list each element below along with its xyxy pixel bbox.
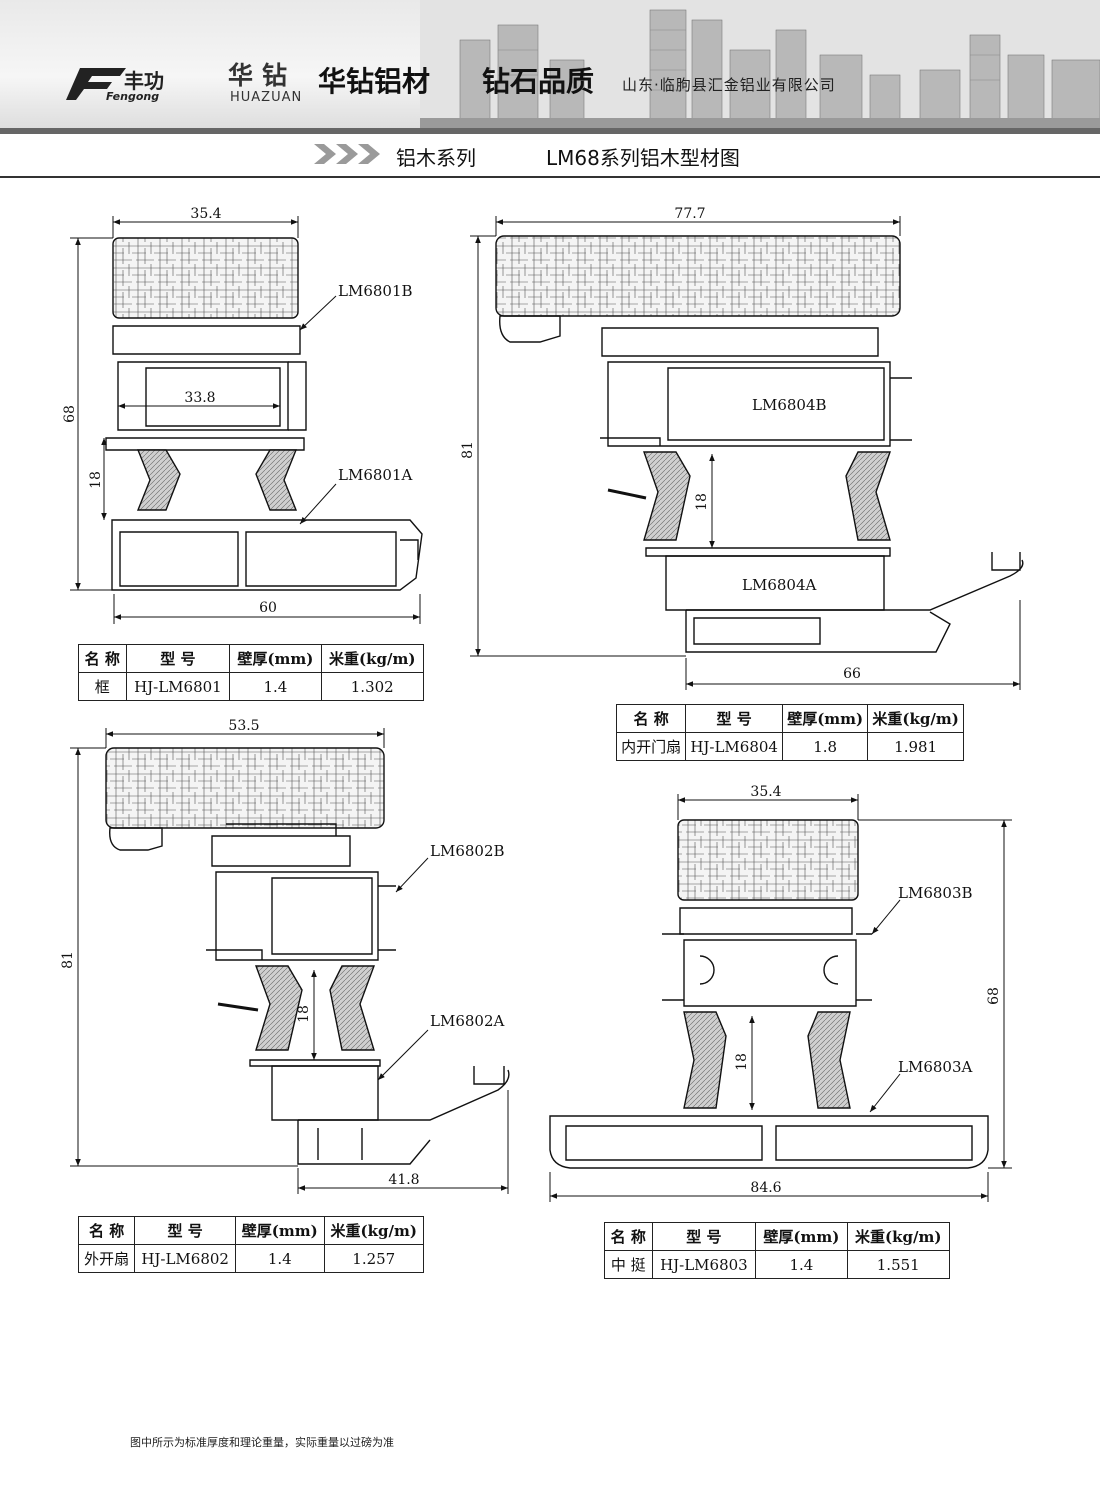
frame-dim-height: 68 — [62, 405, 78, 423]
frame-dim-top: 35.4 — [190, 206, 221, 222]
slogan-brand: 华钻铝材 — [318, 65, 431, 98]
header-thickness: 壁厚(mm) — [235, 1216, 325, 1245]
table-row: 中 挺 HJ-LM6803 1.4 1.551 — [604, 1250, 950, 1279]
header-model: 型 号 — [685, 704, 784, 733]
outward-sash-label-a: LM6802A — [430, 1012, 504, 1030]
header-weight: 米重(kg/m) — [846, 1222, 950, 1251]
cell-model: HJ-LM6801 — [125, 672, 231, 701]
page-header: 丰功 Fengong 华钻 HUAZUAN 华钻铝材 钻石品质 山东·临朐县汇金… — [0, 0, 1100, 128]
brand-name-en: HUAZUAN — [230, 90, 303, 105]
door-sash-dim-height: 81 — [460, 441, 476, 459]
cell-model: HJ-LM6803 — [651, 1250, 757, 1279]
cell-name: 框 — [78, 672, 127, 701]
frame-dim-inner: 33.8 — [184, 390, 215, 406]
header-weight: 米重(kg/m) — [320, 644, 424, 673]
cell-weight: 1.981 — [867, 732, 964, 761]
header-model: 型 号 — [134, 1216, 236, 1245]
mullion-dim-bottom: 84.6 — [750, 1180, 781, 1196]
header-divider — [0, 128, 1100, 134]
cell-thickness: 1.4 — [229, 672, 322, 701]
door-sash-dim-gap: 18 — [694, 493, 710, 511]
chevrons-icon — [314, 144, 380, 164]
outward-sash-dim-top: 53.5 — [228, 718, 259, 734]
page-title: LM68系列铝木型材图 — [546, 146, 740, 170]
profile-mullion-drawing — [549, 819, 989, 1169]
outward-sash-dim-gap: 18 — [296, 1005, 312, 1023]
header-thickness: 壁厚(mm) — [229, 644, 322, 673]
cell-thickness: 1.8 — [782, 732, 869, 761]
mullion-dim-gap: 18 — [734, 1053, 750, 1071]
header-name: 名 称 — [615, 704, 687, 733]
cell-name: 外开扇 — [77, 1244, 136, 1273]
header-model: 型 号 — [125, 644, 231, 673]
title-row — [0, 134, 1100, 178]
header-name: 名 称 — [604, 1222, 653, 1251]
door-sash-dim-top: 77.7 — [674, 206, 705, 222]
frame-label-b: LM6801B — [338, 282, 413, 300]
table-header-row: 名 称 型 号 壁厚(mm) 米重(kg/m) — [604, 1222, 950, 1251]
header-name: 名 称 — [77, 1216, 136, 1245]
mullion-label-a: LM6803A — [898, 1058, 972, 1076]
cell-thickness: 1.4 — [235, 1244, 325, 1273]
frame-dim-gap: 18 — [88, 471, 104, 489]
header-weight: 米重(kg/m) — [867, 704, 964, 733]
fengong-logo: 丰功 Fengong — [66, 68, 164, 102]
svg-text:Fengong: Fengong — [106, 90, 159, 102]
company-name: 山东·临朐县汇金铝业有限公司 — [622, 76, 836, 94]
outward-sash-dim-bottom: 41.8 — [388, 1172, 419, 1188]
cell-thickness: 1.4 — [755, 1250, 848, 1279]
door-sash-label-a: LM6804A — [742, 576, 816, 594]
door-sash-dim-bottom: 66 — [843, 666, 861, 682]
spec-table-mullion: 名 称 型 号 壁厚(mm) 米重(kg/m) 中 挺 HJ-LM6803 1.… — [604, 1222, 950, 1279]
table-header-row: 名 称 型 号 壁厚(mm) 米重(kg/m) — [78, 644, 424, 673]
cell-weight: 1.302 — [320, 672, 424, 701]
cell-weight: 1.257 — [323, 1244, 425, 1273]
header-weight: 米重(kg/m) — [323, 1216, 425, 1245]
cell-model: HJ-LM6802 — [134, 1244, 236, 1273]
table-header-row: 名 称 型 号 壁厚(mm) 米重(kg/m) — [615, 704, 964, 733]
door-sash-label-b: LM6804B — [752, 396, 827, 414]
table-row: 外开扇 HJ-LM6802 1.4 1.257 — [77, 1244, 425, 1273]
outward-sash-dim-height: 81 — [60, 951, 76, 969]
slogan-quality: 钻石品质 — [482, 65, 595, 98]
frame-dim-bottom: 60 — [259, 600, 277, 616]
spec-table-frame: 名 称 型 号 壁厚(mm) 米重(kg/m) 框 HJ-LM6801 1.4 … — [78, 644, 424, 701]
table-header-row: 名 称 型 号 壁厚(mm) 米重(kg/m) — [77, 1216, 425, 1245]
profile-outward-sash-drawing — [105, 747, 510, 1165]
mullion-label-b: LM6803B — [898, 884, 973, 902]
frame-label-a: LM6801A — [338, 466, 412, 484]
table-row: 内开门扇 HJ-LM6804 1.8 1.981 — [615, 732, 964, 761]
spec-table-outward-sash: 名 称 型 号 壁厚(mm) 米重(kg/m) 外开扇 HJ-LM6802 1.… — [77, 1216, 425, 1273]
cell-name: 内开门扇 — [615, 732, 687, 761]
brand-name-cn: 华钻 — [228, 61, 297, 90]
profile-inward-door-sash-drawing — [495, 235, 1024, 653]
city-skyline-image — [420, 0, 1100, 128]
outward-sash-label-b: LM6802B — [430, 842, 505, 860]
svg-text:丰功: 丰功 — [124, 69, 164, 93]
table-row: 框 HJ-LM6801 1.4 1.302 — [78, 672, 424, 701]
cell-weight: 1.551 — [846, 1250, 950, 1279]
header-thickness: 壁厚(mm) — [755, 1222, 848, 1251]
cell-model: HJ-LM6804 — [685, 732, 784, 761]
header-name: 名 称 — [78, 644, 127, 673]
footnote: 图中所示为标准厚度和理论重量，实际重量以过磅为准 — [130, 1436, 394, 1449]
profile-drawings: 35.4 33.8 68 18 60 LM6801B LM6801A 77.7 … — [60, 206, 1024, 1202]
header-model: 型 号 — [651, 1222, 757, 1251]
cell-name: 中 挺 — [604, 1250, 653, 1279]
header-thickness: 壁厚(mm) — [782, 704, 869, 733]
spec-table-inward-door-sash: 名 称 型 号 壁厚(mm) 米重(kg/m) 内开门扇 HJ-LM6804 1… — [615, 704, 964, 761]
mullion-dim-height: 68 — [986, 987, 1002, 1005]
mullion-dim-top: 35.4 — [750, 784, 781, 800]
series-label: 铝木系列 — [396, 146, 476, 170]
profile-frame-drawing — [105, 237, 423, 591]
